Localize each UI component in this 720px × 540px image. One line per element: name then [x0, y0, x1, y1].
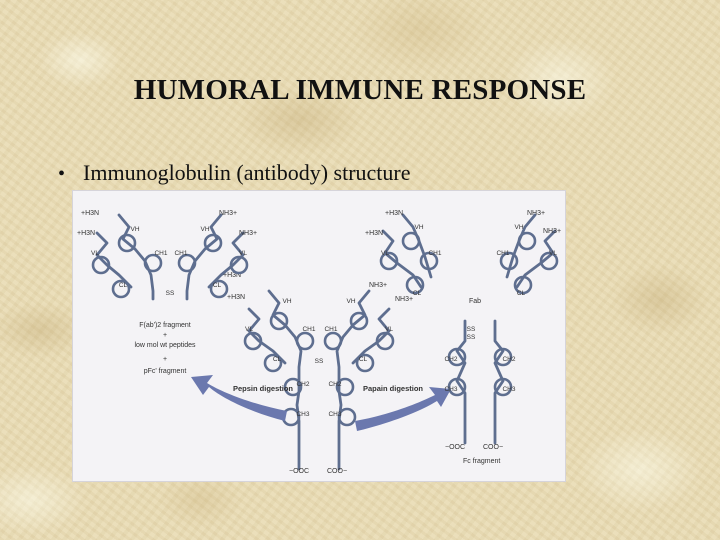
c-terminus-label: COO− — [483, 444, 503, 451]
domain-label-vl: VL — [91, 250, 99, 257]
n-terminus-label: +H3N — [365, 230, 383, 237]
n-terminus-label: NH3+ — [527, 210, 545, 217]
c-terminus-label: COO− — [327, 468, 347, 475]
plus-sign: + — [163, 356, 167, 363]
peptides-label: low mol wt peptides — [134, 342, 196, 349]
domain-label-cl: CL — [119, 282, 128, 289]
disulfide-label: SS — [467, 334, 476, 341]
domain-label-vh: VH — [200, 226, 209, 233]
intact-antibody: VH VH VL VL CH1 CH1 CL CL CH2 CH2 CH3 CH… — [223, 272, 413, 475]
domain-label-ch2: CH2 — [502, 356, 515, 363]
domain-label-vl-left: VL — [245, 326, 253, 333]
pfc-fragment-label: pFc' fragment — [144, 368, 187, 375]
disulfide-label: SS — [166, 290, 175, 297]
domain-label-vh-left: VH — [282, 298, 291, 305]
light-chain-right — [351, 307, 391, 365]
domain-label-ch1: CH1 — [496, 250, 509, 257]
domain-label-ch3-right: CH3 — [328, 411, 341, 418]
plus-sign: + — [163, 332, 167, 339]
domain-label-ch3-left: CH3 — [296, 411, 309, 418]
domain-label-cl-left: CL — [273, 356, 282, 363]
domain-label-ch3: CH3 — [502, 386, 515, 393]
fab2-fragment-label: F(ab')2 fragment — [139, 322, 191, 329]
n-terminus-label: +H3N — [223, 272, 241, 279]
fc-fragment-label: Fc fragment — [463, 458, 500, 465]
n-terminus-label: +H3N — [385, 210, 403, 217]
disulfide-label: SS — [315, 358, 324, 365]
domain-label-ch3: CH3 — [444, 386, 457, 393]
domain-label-vl: VL — [239, 250, 247, 257]
papain-digestion-label: Papain digestion — [363, 384, 423, 393]
domain-label-vl-right: VL — [385, 326, 393, 333]
domain-label-ch1-right: CH1 — [324, 326, 337, 333]
domain-label-vl: VL — [549, 250, 557, 257]
domain-label-vh: VH — [514, 224, 523, 231]
domain-label-vl: VL — [381, 250, 389, 257]
c-terminus-label: −OOC — [445, 444, 465, 451]
bullet-item: • Immunoglobulin (antibody) structure — [58, 160, 411, 186]
fc-fragment: SS SS CH2 CH2 CH3 CH3 −OOC COO− Fc fragm… — [444, 319, 516, 465]
fab2-fragment: VH VH VL VL CH1 CH1 CL CL SS +H3N +H3N N… — [77, 210, 257, 301]
fab-label: Fab — [469, 298, 481, 305]
c-terminus-label: −OOC — [289, 468, 309, 475]
fab-fragments: VH VL CH1 CL +H3N +H3N VH VL CH1 CL NH3+… — [365, 210, 561, 305]
domain-label-ch1: CH1 — [154, 250, 167, 257]
domain-label-vh-right: VH — [346, 298, 355, 305]
pepsin-arrow: Pepsin digestion — [191, 375, 293, 421]
disulfide-label: SS — [467, 326, 476, 333]
domain-label-cl: CL — [517, 290, 526, 297]
n-terminus-label: +H3N — [227, 294, 245, 301]
heavy-chain-right — [335, 289, 371, 471]
domain-label-ch1-left: CH1 — [302, 326, 315, 333]
domain-label-ch1: CH1 — [174, 250, 187, 257]
papain-arrow: Papain digestion — [355, 384, 451, 431]
bullet-dot-icon: • — [58, 163, 66, 185]
n-terminus-label: +H3N — [77, 230, 95, 237]
domain-label-ch1: CH1 — [428, 250, 441, 257]
domain-label-vh: VH — [130, 226, 139, 233]
antibody-structure-diagram: VH VH VL VL CH1 CH1 CL CL CH2 CH2 CH3 CH… — [72, 190, 566, 482]
n-terminus-label: NH3+ — [395, 296, 413, 303]
n-terminus-label: NH3+ — [219, 210, 237, 217]
pepsin-digestion-label: Pepsin digestion — [233, 384, 293, 393]
domain-label-vh: VH — [414, 224, 423, 231]
diagram-svg: VH VH VL VL CH1 CH1 CL CL CH2 CH2 CH3 CH… — [77, 210, 561, 475]
domain-label-cl: CL — [213, 282, 222, 289]
slide-title: HUMORAL IMMUNE RESPONSE — [133, 74, 587, 106]
n-terminus-label: NH3+ — [543, 228, 561, 235]
n-terminus-label: NH3+ — [239, 230, 257, 237]
domain-label-ch2: CH2 — [444, 356, 457, 363]
light-chain-left — [247, 307, 287, 365]
heavy-chain-left — [267, 289, 303, 471]
domain-label-ch2-left: CH2 — [296, 381, 309, 388]
pepsin-products: F(ab')2 fragment + low mol wt peptides +… — [134, 322, 196, 375]
n-terminus-label: +H3N — [81, 210, 99, 217]
domain-label-cl-right: CL — [359, 356, 368, 363]
bullet-text: Immunoglobulin (antibody) structure — [83, 160, 411, 185]
domain-label-ch2-right: CH2 — [328, 381, 341, 388]
n-terminus-label: NH3+ — [369, 282, 387, 289]
domain-label-cl: CL — [413, 290, 422, 297]
